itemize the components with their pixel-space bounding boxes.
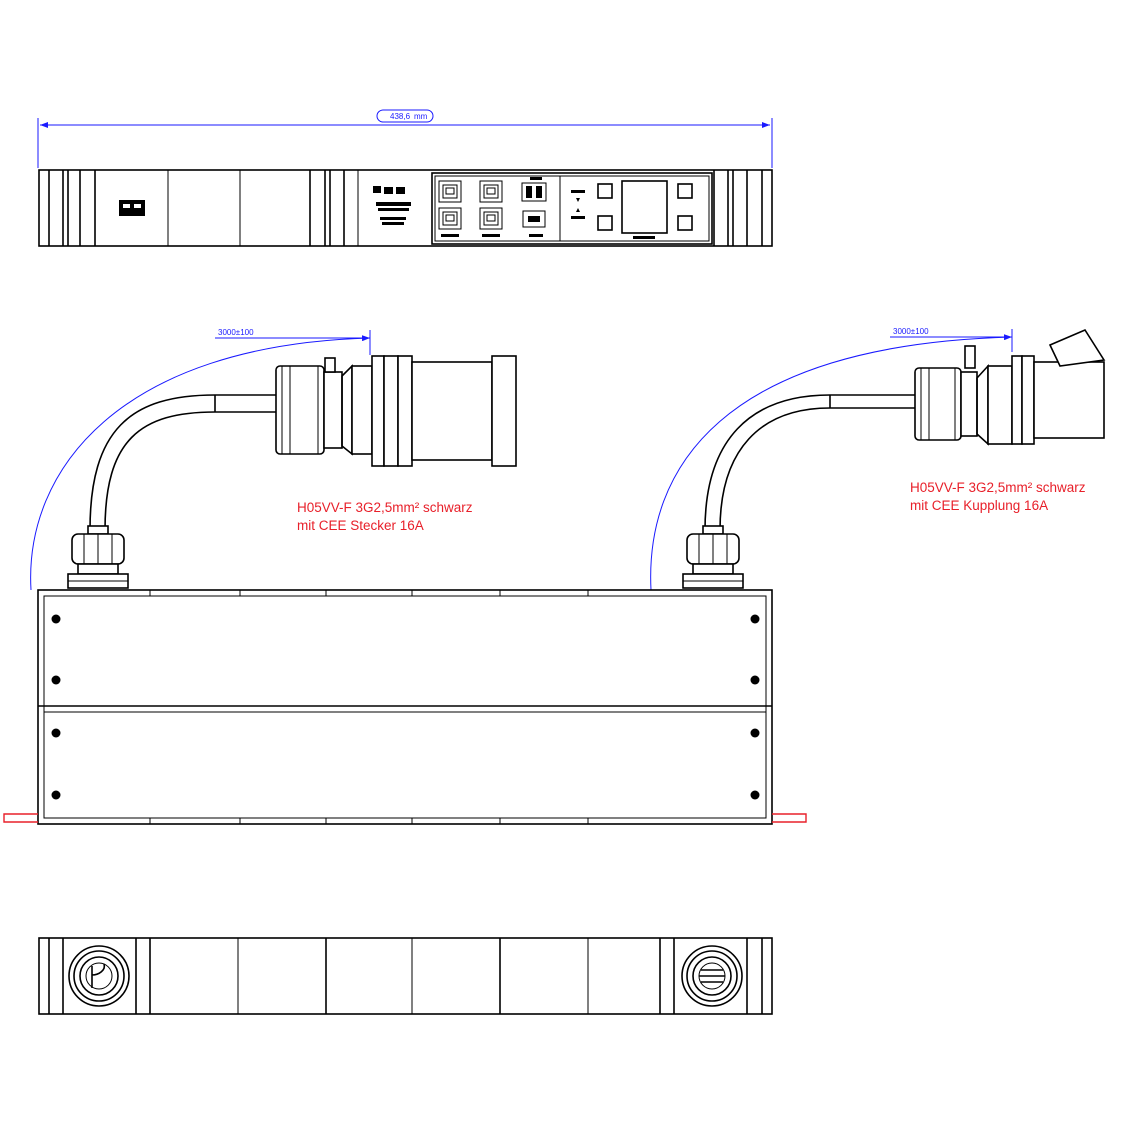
overall-width-label: 438,6 <box>390 112 411 121</box>
right-power-cable <box>704 394 915 531</box>
right-gland-end-view <box>681 945 743 1007</box>
top-view: 3000±100 3000±100 <box>3 327 1106 825</box>
left-cable-note-line1: H05VV-F 3G2,5mm² schwarz <box>297 500 473 515</box>
body-top-ticks <box>149 590 589 824</box>
up-button[interactable] <box>597 183 613 199</box>
pdu-body-top <box>37 589 773 825</box>
overall-width-unit: mm <box>414 112 428 121</box>
left-power-cable <box>89 394 276 531</box>
control-module <box>431 172 713 245</box>
cee-plug-16a <box>275 355 517 467</box>
usb-port-group <box>521 177 547 237</box>
brand-logo <box>119 200 145 216</box>
front-chassis <box>38 169 773 247</box>
down-button[interactable] <box>597 215 613 231</box>
right-cable-gland <box>682 525 744 589</box>
rj45-port-group-2 <box>479 180 503 237</box>
right-cable-length: 3000±100 <box>893 327 929 336</box>
left-cable-dimension: 3000±100 <box>30 328 371 591</box>
menu-button[interactable] <box>677 183 693 199</box>
left-cable-note: H05VV-F 3G2,5mm² schwarz mit CEE Stecker… <box>297 500 473 533</box>
mounting-screws <box>51 614 760 800</box>
overall-width-dimension: 438,6 mm <box>37 109 773 168</box>
mounting-brackets <box>3 813 807 823</box>
right-cable-note-line2: mit CEE Kupplung 16A <box>910 498 1048 513</box>
left-cable-gland <box>67 525 129 589</box>
right-cable-dimension: 3000±100 <box>650 327 1013 591</box>
cee-coupler-16a <box>914 328 1106 446</box>
left-cable-length: 3000±100 <box>218 328 254 337</box>
rj45-port-group-1 <box>438 180 462 237</box>
rear-chassis <box>38 937 773 1015</box>
display-panel <box>571 180 693 239</box>
left-gland-end-view <box>68 945 130 1007</box>
front-view: 438,6 mm <box>37 109 773 247</box>
enter-button[interactable] <box>677 215 693 231</box>
right-cable-note-line1: H05VV-F 3G2,5mm² schwarz <box>910 480 1086 495</box>
lcd-display <box>621 180 668 234</box>
right-cable-note: H05VV-F 3G2,5mm² schwarz mit CEE Kupplun… <box>910 480 1086 513</box>
left-cable-note-line2: mit CEE Stecker 16A <box>297 518 424 533</box>
label-block <box>373 186 411 225</box>
rear-view <box>38 937 773 1015</box>
